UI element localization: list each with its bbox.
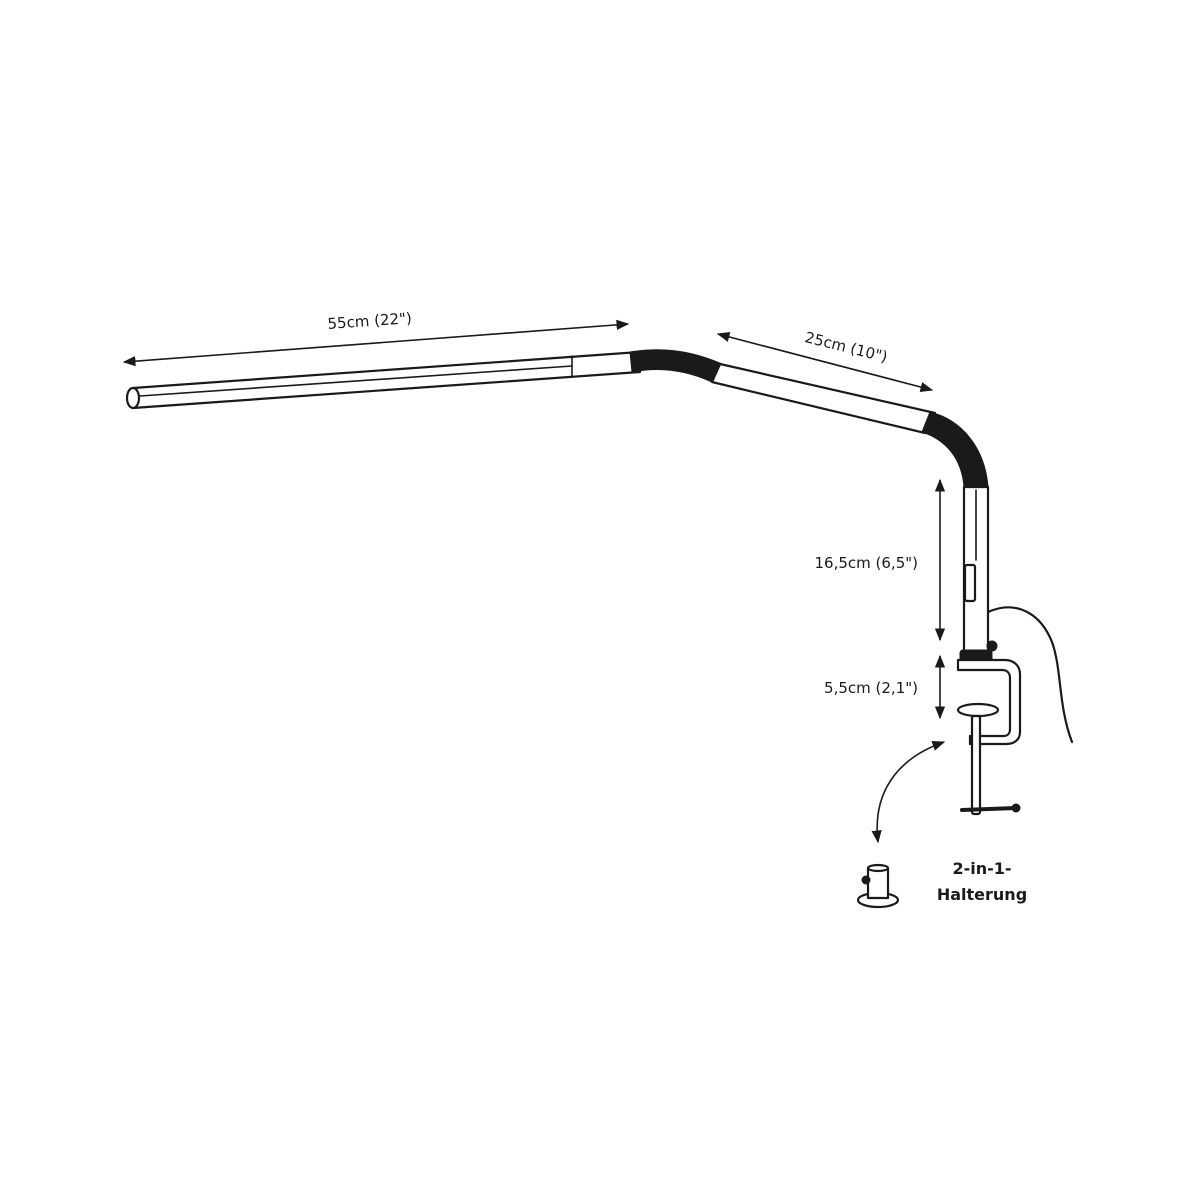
long-arm-dimension-arrow (122, 319, 630, 367)
lower-joint (921, 411, 989, 488)
desk-clamp (956, 640, 1022, 816)
mount-label-line2: Halterung (937, 885, 1027, 904)
lamp-arm (125, 349, 1074, 744)
long-arm-dimension-label: 55cm (22") (327, 309, 412, 333)
arm-end-cap (125, 386, 141, 410)
grommet-top (866, 863, 890, 873)
grommet-mount (856, 863, 900, 909)
mount-label-line1: 2-in-1- (952, 859, 1011, 878)
clamp-dimension-label: 5,5cm (2,1") (824, 679, 918, 697)
clamp-pad (956, 702, 1000, 718)
long-arm-highlight (139, 365, 573, 397)
clamp-screw (970, 714, 982, 816)
upper-joint (629, 349, 723, 383)
short-arm-dimension-arrow (716, 331, 934, 393)
grommet-post (866, 866, 890, 900)
vertical-arm-dimension-label: 16,5cm (6,5") (815, 554, 918, 572)
swap-arrow (871, 740, 946, 844)
long-arm-tube (131, 350, 642, 410)
clamp-body (956, 658, 1022, 746)
short-arm-tube (710, 362, 937, 435)
grommet-screw (861, 875, 871, 885)
control-switch (963, 563, 977, 603)
clamp-knob (986, 640, 998, 652)
power-cable (986, 606, 1074, 744)
clamp-handle (960, 806, 1018, 812)
clamp-handle-end (1011, 803, 1021, 813)
